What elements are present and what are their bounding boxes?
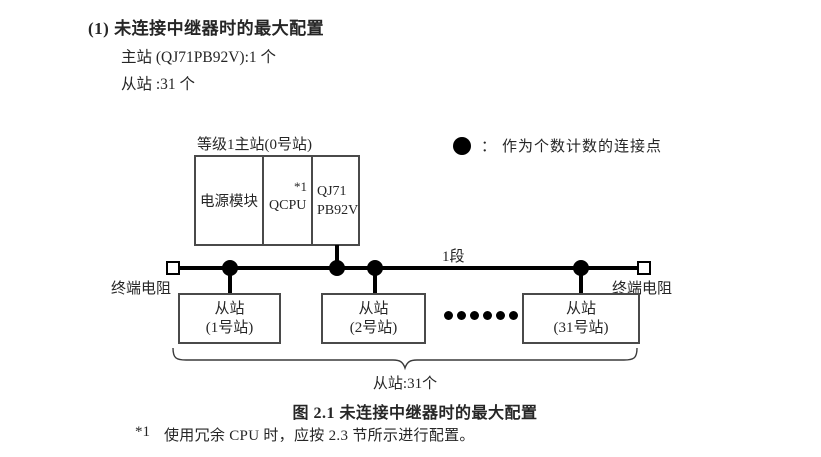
master-count-line: 主站 (QJ71PB92V):1 个 — [121, 49, 277, 66]
module-name-line1: QJ71 — [317, 184, 347, 199]
connection-dot-master — [329, 260, 345, 276]
legend-separator: ： — [481, 139, 497, 155]
power-module-label: 电源模块 — [200, 194, 258, 210]
footnote-text: 使用冗余 CPU 时，应按 2.3 节所示进行配置。 — [164, 428, 475, 444]
figure-caption: 图 2.1 未连接中继器时的最大配置 — [292, 405, 538, 422]
master-drop-line — [335, 245, 339, 268]
ellipsis-dots — [444, 311, 518, 320]
slave-station-31-box: 从站 (31号站) — [522, 293, 640, 344]
bus-line — [179, 266, 638, 270]
cpu-cell: *1 QCPU — [264, 157, 313, 244]
slave-station-1-box: 从站 (1号站) — [178, 293, 281, 344]
master-station-label: 等级1主站(0号站) — [197, 137, 312, 153]
slave2-line2: (2号站) — [349, 319, 398, 336]
slave31-drop-line — [579, 268, 583, 293]
pb92v-module-cell: QJ71 PB92V — [313, 157, 359, 244]
cpu-label: QCPU — [269, 198, 307, 213]
slave31-line2: (31号站) — [553, 319, 609, 336]
cpu-footnote-ref: *1 — [294, 179, 307, 194]
slave31-line1: 从站 — [565, 300, 596, 317]
power-module-cell: 电源模块 — [196, 157, 264, 244]
section-heading: (1) 未连接中继器时的最大配置 — [88, 19, 325, 38]
module-name-line2: PB92V — [317, 203, 359, 218]
slave-station-2-box: 从站 (2号站) — [321, 293, 426, 344]
slave1-line1: 从站 — [214, 300, 245, 317]
slave-total-label: 从站:31个 — [372, 376, 438, 392]
legend: ： 作为个数计数的连接点 — [453, 135, 662, 156]
terminating-resistor-left — [166, 261, 180, 275]
slave2-line1: 从站 — [358, 300, 389, 317]
legend-text: 作为个数计数的连接点 — [502, 139, 663, 155]
slave-group-brace — [172, 347, 638, 371]
slave1-line2: (1号站) — [205, 319, 254, 336]
terminating-resistor-right — [637, 261, 651, 275]
connection-dot-slave1 — [222, 260, 238, 276]
master-station-box: 电源模块 *1 QCPU QJ71 PB92V — [194, 155, 360, 246]
footnote-marker: *1 — [135, 424, 150, 440]
terminating-resistor-left-label: 终端电阻 — [111, 281, 172, 297]
slave-count-line: 从站 :31 个 — [121, 76, 196, 93]
connection-dot-slave2 — [367, 260, 383, 276]
segment-label: 1段 — [442, 249, 465, 265]
connection-dot-slave31 — [573, 260, 589, 276]
footnote: *1 使用冗余 CPU 时，应按 2.3 节所示进行配置。 — [135, 424, 475, 445]
slave1-drop-line — [228, 268, 232, 293]
slave2-drop-line — [373, 268, 377, 293]
connection-point-icon — [453, 136, 471, 155]
